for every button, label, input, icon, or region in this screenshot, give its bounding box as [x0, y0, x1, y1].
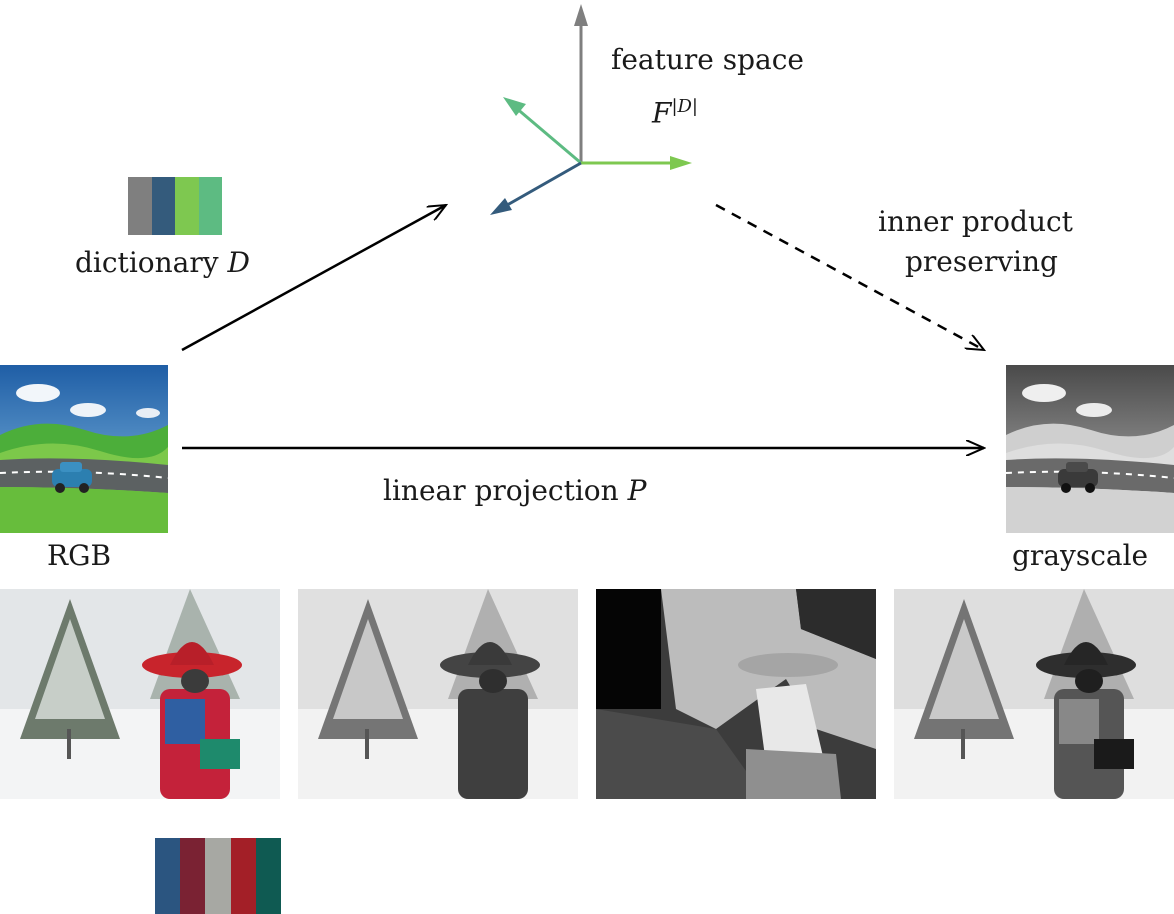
rgb-input-photo [0, 589, 280, 799]
axis-upper-left-head [503, 97, 526, 116]
arrow-inner-product [715, 203, 984, 350]
dictionary-color-4 [198, 177, 222, 235]
dictionary-word: dictionary [75, 246, 219, 279]
grayscale-conversion [298, 589, 578, 799]
rgb-label: RGB [47, 539, 112, 572]
arrow-to-feature-space [181, 205, 446, 352]
palette-color-1 [155, 838, 181, 914]
linear-projection-math: P [627, 474, 647, 507]
feature-space-math-base: F [652, 96, 672, 130]
palette-swatch [155, 838, 282, 914]
dictionary-color-2 [151, 177, 175, 235]
rgb-thumbnail [0, 365, 168, 533]
grayscale-result [894, 589, 1174, 799]
axis-upper-left [514, 105, 582, 165]
feature-space-math: F|D| [652, 98, 698, 127]
inner-product-label-1: inner product [878, 205, 1073, 238]
linear-projection-word: linear projection [383, 474, 619, 507]
axis-lower-left [501, 161, 582, 210]
grayscale-label: grayscale [1012, 539, 1149, 572]
inner-product-label-2: preserving [905, 245, 1058, 278]
axis-lower-left-head [490, 198, 512, 215]
linear-projection-label: linear projection P [383, 477, 646, 505]
segmentation-map [596, 589, 876, 799]
dictionary-swatch [128, 177, 222, 235]
feature-space-math-sup: |D| [671, 96, 698, 117]
dictionary-math: D [227, 246, 250, 279]
palette-color-5 [255, 838, 282, 914]
dictionary-color-1 [128, 177, 152, 235]
palette-color-2 [180, 838, 206, 914]
palette-color-4 [230, 838, 256, 914]
dictionary-color-3 [175, 177, 199, 235]
feature-space-label: feature space [611, 43, 805, 76]
palette-color-3 [205, 838, 231, 914]
grayscale-thumbnail [1006, 365, 1174, 533]
axis-vertical-head [574, 4, 588, 26]
dictionary-label: dictionary D [75, 249, 250, 277]
axis-right-head [670, 156, 692, 170]
